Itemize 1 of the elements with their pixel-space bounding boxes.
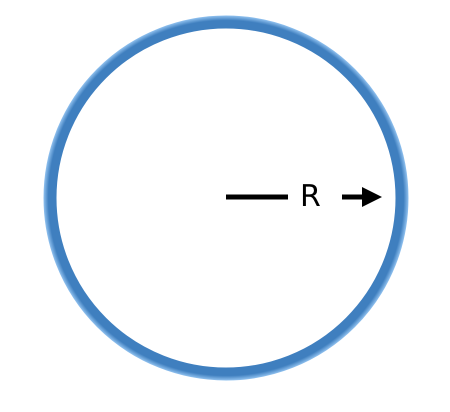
radius-label: R	[300, 182, 321, 212]
